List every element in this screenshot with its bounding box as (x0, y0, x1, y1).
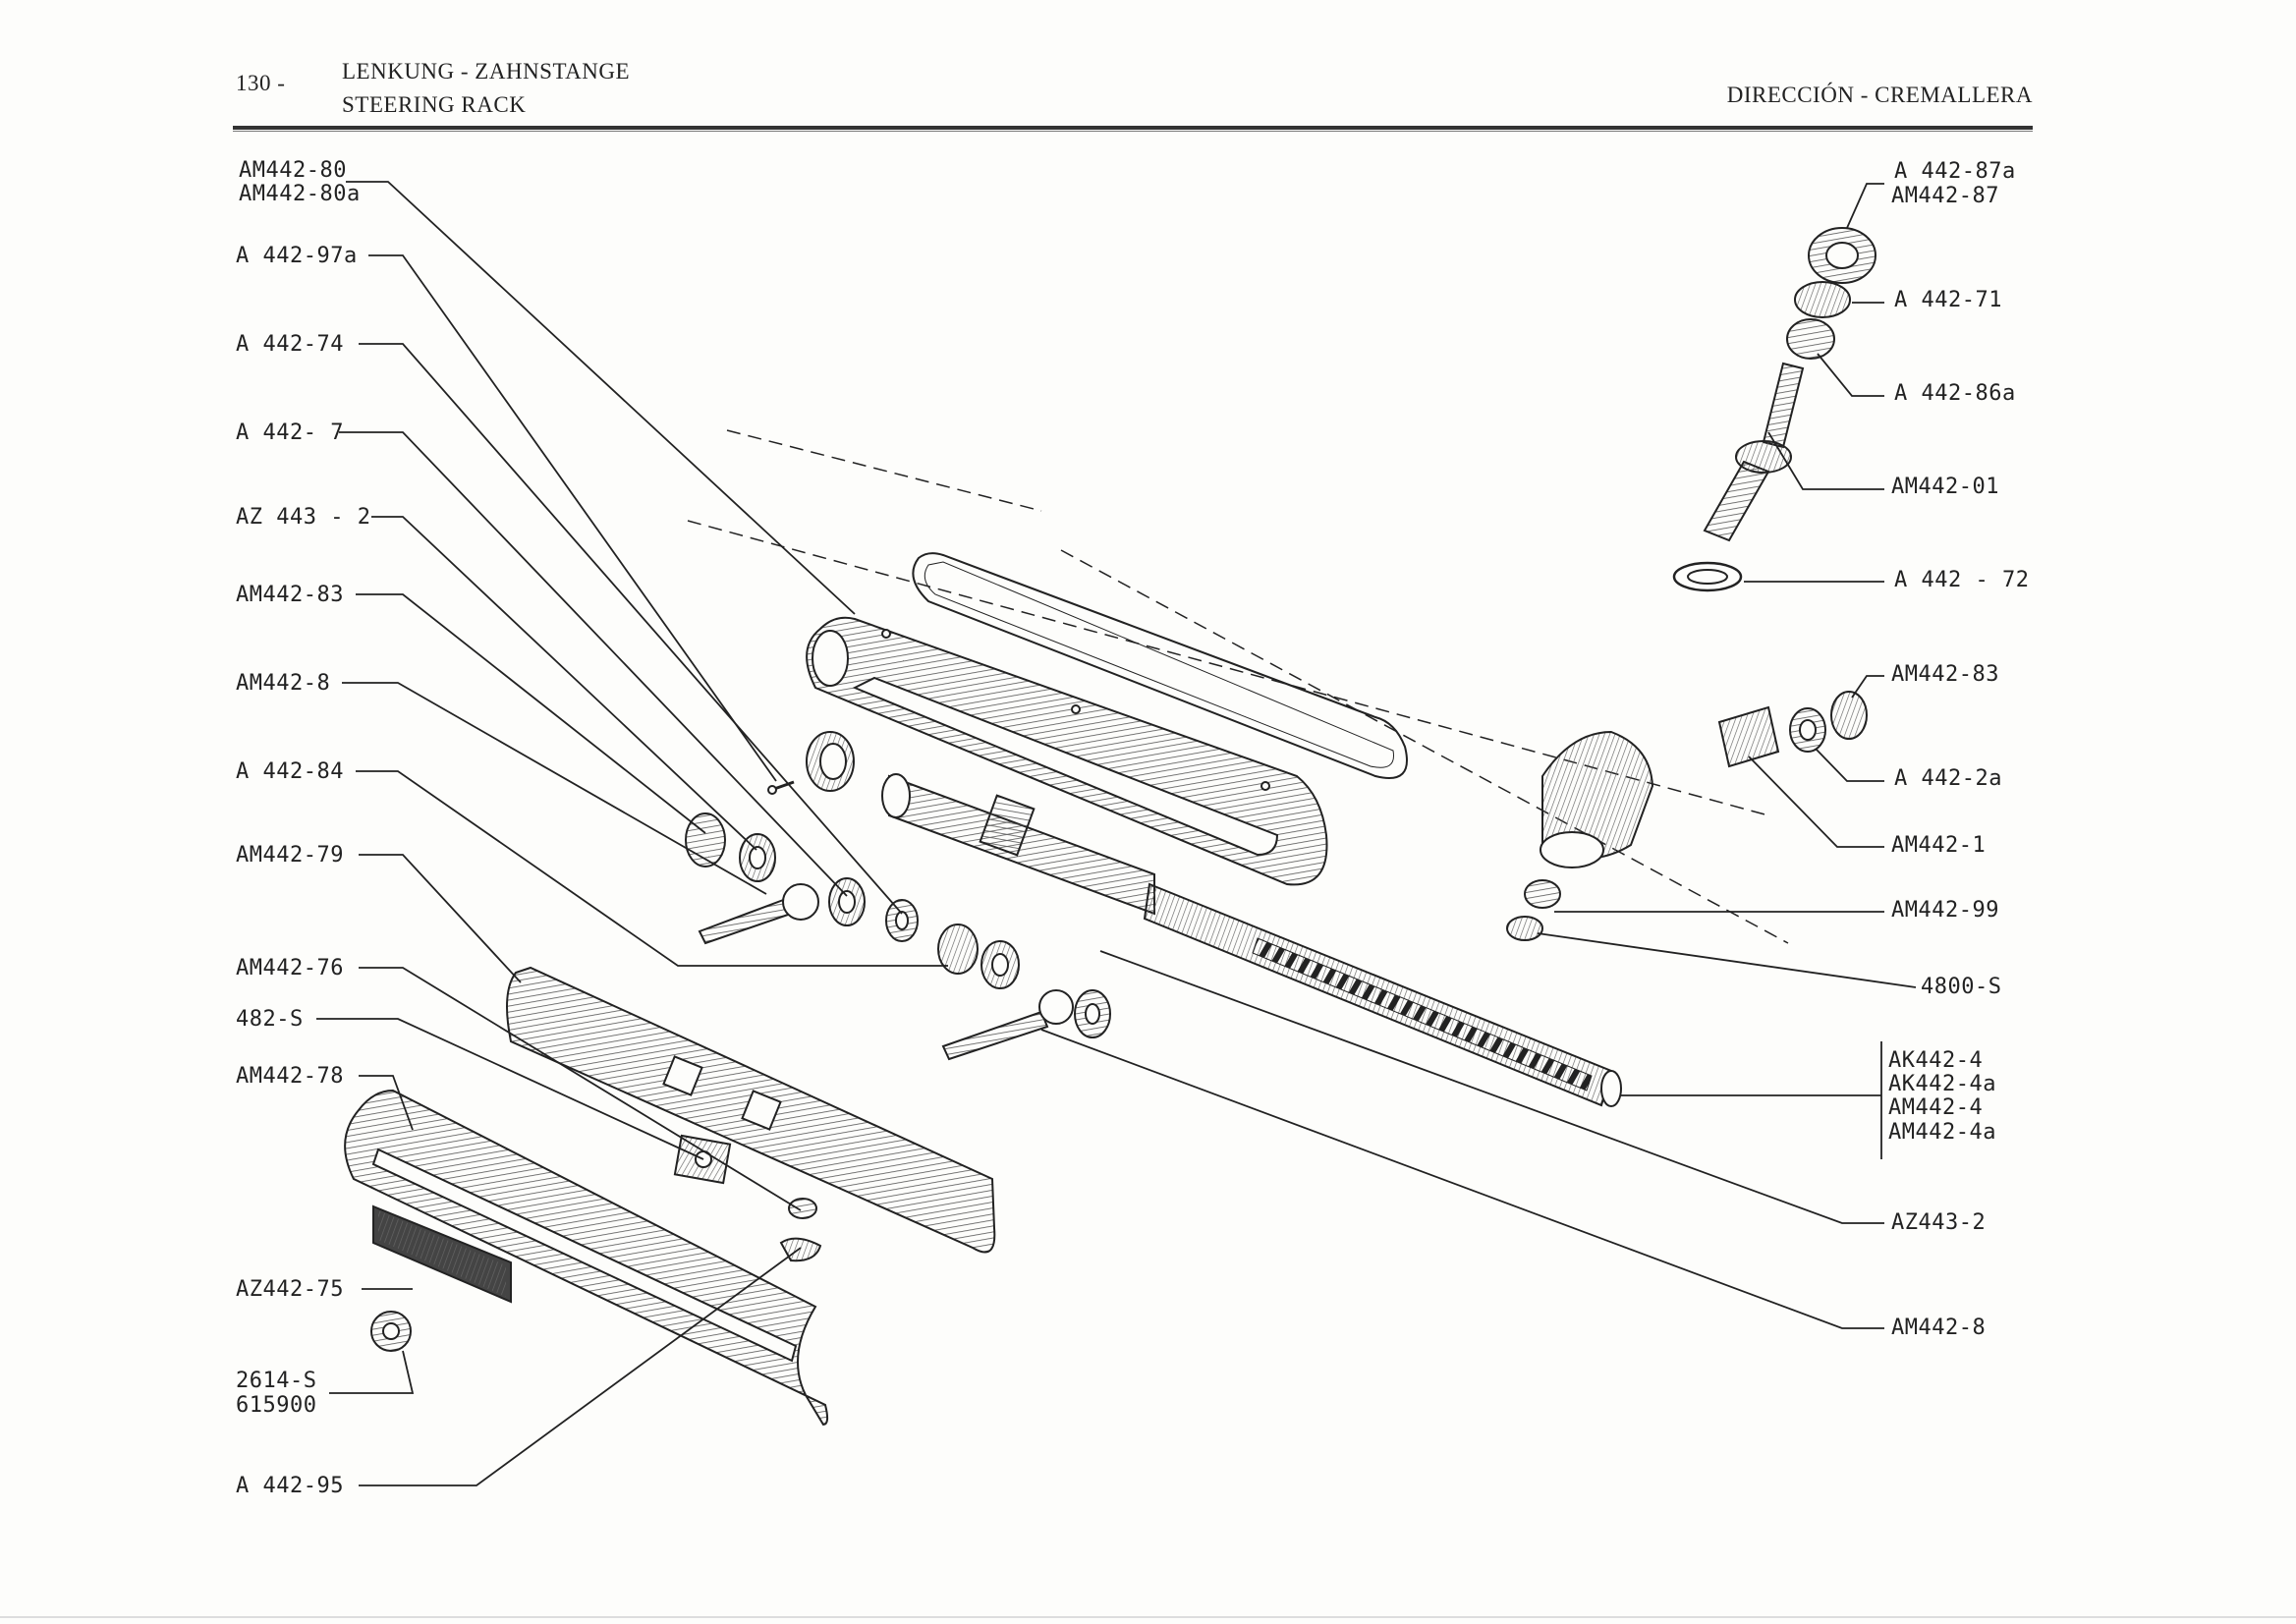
part-label-am442-79: AM442-79 (236, 843, 344, 868)
part-label-az443-2-right: AZ443-2 (1891, 1210, 1987, 1235)
part-label-a442-7: A 442- 7 (236, 420, 344, 445)
part-label-am442-1: AM442-1 (1891, 833, 1987, 858)
lower-housing (506, 966, 996, 1254)
part-label-am442-4: AM442-4 (1888, 1095, 1984, 1120)
upper-cover (806, 616, 1328, 886)
part-label-2614-s: 2614-S (236, 1369, 317, 1393)
gasket-outline (912, 552, 1408, 779)
part-label-ak442-4a: AK442-4a (1888, 1072, 1996, 1096)
part-label-am442-76: AM442-76 (236, 956, 344, 980)
part-label-am442-01: AM442-01 (1891, 475, 1999, 499)
part-label-az442-75: AZ442-75 (236, 1277, 344, 1302)
bottom-cover (344, 1089, 829, 1427)
part-label-am442-4a: AM442-4a (1888, 1120, 1996, 1145)
part-label-4800-s: 4800-S (1921, 975, 2002, 999)
left-small-parts (685, 812, 1111, 1061)
part-label-am442-8-right: AM442-8 (1891, 1316, 1987, 1340)
page-number: 130 - (236, 71, 286, 95)
header-rule (233, 126, 2033, 130)
bush (806, 731, 855, 792)
part-label-am442-99: AM442-99 (1891, 898, 1999, 923)
part-label-am442-8: AM442-8 (236, 671, 331, 696)
part-label-a442-2a: A 442-2a (1894, 766, 2002, 791)
part-label-az443-2: AZ 443 - 2 (236, 505, 371, 530)
part-label-a442-97a: A 442-97a (236, 244, 358, 268)
header-rule-thin (233, 131, 2033, 132)
page-bottom-edge (0, 1616, 2296, 1618)
part-label-a442-87a: A 442-87a (1894, 159, 2016, 184)
title-german: LENKUNG - ZAHNSTANGE (342, 59, 631, 84)
part-label-482-s: 482-S (236, 1007, 304, 1032)
part-label-am442-80a: AM442-80a (239, 182, 361, 206)
part-label-ak442-4: AK442-4 (1888, 1048, 1984, 1073)
part-label-a442-84: A 442-84 (236, 759, 344, 784)
part-label-615900: 615900 (236, 1393, 317, 1418)
part-label-am442-83: AM442-83 (236, 583, 344, 607)
housing-boot (1540, 730, 1654, 868)
part-label-am442-87: AM442-87 (1891, 184, 1999, 208)
title-spanish: DIRECCIÓN - CREMALLERA (1726, 83, 2033, 107)
title-english: STEERING RACK (342, 92, 527, 117)
part-label-a442-72: A 442 - 72 (1894, 568, 2030, 592)
part-label-a442-95: A 442-95 (236, 1474, 344, 1498)
part-label-am442-78: AM442-78 (236, 1064, 344, 1089)
part-label-a442-74: A 442-74 (236, 332, 344, 357)
thrust-assembly (1717, 691, 1868, 768)
part-label-a442-71: A 442-71 (1894, 288, 2002, 312)
pinion-assembly (1672, 227, 1876, 592)
part-label-a442-86a: A 442-86a (1894, 381, 2016, 406)
part-label-am442-83-right: AM442-83 (1891, 662, 1999, 687)
rack-shaft (881, 773, 1622, 1107)
part-label-am442-80: AM442-80 (239, 158, 347, 183)
